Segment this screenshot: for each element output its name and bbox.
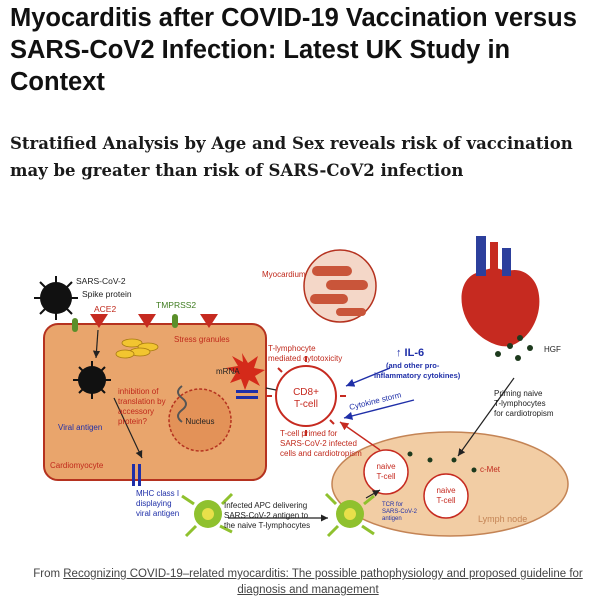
tcell-primed-label-2: SARS-CoV-2 infected [280,439,357,448]
ace2-receptors [72,314,218,332]
article-title: Myocarditis after COVID-19 Vaccination v… [10,4,577,96]
inhibition-label-4: protein? [118,417,147,426]
figure-caption: From Recognizing COVID-19–related myocar… [10,566,606,598]
sars-cov-2-label: SARS-CoV-2 [76,276,126,286]
cytotoxicity-burst-icon [226,353,265,390]
spike-protein-label: Spike protein [82,289,132,299]
cmet-label: c-Met [480,465,501,474]
myocardium-icon [303,249,377,323]
nucleus [168,388,232,452]
apc-label-1: Infected APC delivering [224,501,307,510]
stress-granules [115,338,159,359]
pathophysiology-diagram: Nucleus [10,228,600,558]
nucleus-label: Nucleus [186,417,215,426]
viral-antigen-label: Viral antigen [58,423,102,432]
apc-label-3: the naive T-lymphocytes [224,521,310,530]
cd8-label-2: T-cell [294,399,318,410]
stress-granules-label: Stress granules [174,335,230,344]
ace2-label: ACE2 [94,304,116,314]
mhc-label-3: viral antigen [136,509,179,518]
article-subtitle: Stratified Analysis by Age and Sex revea… [10,134,573,180]
virus-icon [34,276,78,320]
tcell-primed-label-1: T-cell primed for [280,429,338,438]
cd8-label-1: CD8+ [293,387,319,398]
caption-link-line-1: Recognizing COVID-19–related myocarditis… [63,568,583,580]
priming-label-3: for cardiotropism [494,409,554,418]
hgf-dots [407,335,533,473]
cytotoxicity-label-1: T-lymphocyte [268,344,316,353]
hgf-label: HGF [544,345,561,354]
apc-label-2: SARS-CoV-2 antigen to [224,511,309,520]
pathophysiology-figure: Nucleus [10,228,600,558]
tcr-label-1: TCR for [382,502,403,508]
priming-label-1: Priming naive [494,389,543,398]
naive-tcell-label-a2: T-cell [376,472,395,481]
naive-tcell-a [363,449,409,495]
caption-link-line-2: diagnosis and management [237,584,379,596]
cytotoxicity-label-2: mediated cytotoxicity [268,354,342,363]
caption-prefix: From [33,568,64,580]
apc-cell-icon-2 [324,492,375,538]
naive-tcell-label-b1: naive [436,486,456,495]
tcr-label-2: SARS-CoV-2 [382,509,418,515]
apc-cell-icon [181,492,234,538]
cardiomyocyte-label: Cardiomyocyte [50,461,104,470]
mrna-strand [177,385,187,423]
myocardium-label: Myocardium [262,270,306,279]
il6-label: ↑ IL-6 [396,347,424,359]
tcell-primed-label-3: cells and cardiotropism [280,449,362,458]
mhc-label-2: displaying [136,499,172,508]
virus-internalized-icon [73,361,111,399]
il6-sub-label-2: inflammatory cytokines) [374,371,461,380]
heart-icon [461,236,540,347]
naive-tcell-label-b2: T-cell [436,496,455,505]
tcr-label-3: antigen [382,516,402,522]
mrna-label: mRNA [216,367,240,376]
mhc-label-1: MHC class I [136,489,179,498]
caption-source-link[interactable]: Recognizing COVID-19–related myocarditis… [63,568,583,596]
mhc-class-1 [132,390,258,486]
naive-tcell-label-a1: naive [376,462,396,471]
lymph-node-label: Lymph node [478,514,527,524]
naive-tcell-b [423,473,469,519]
inhibition-label-2: translation by [118,397,166,406]
priming-label-2: T-lymphocytes [494,399,546,408]
tmprss2-label: TMPRSS2 [156,300,196,310]
il6-sub-label-1: (and other pro- [386,361,440,370]
cd8-tcell [275,365,337,427]
inhibition-label-1: inhibition of [118,387,159,396]
inhibition-label-3: accessory [118,407,154,416]
